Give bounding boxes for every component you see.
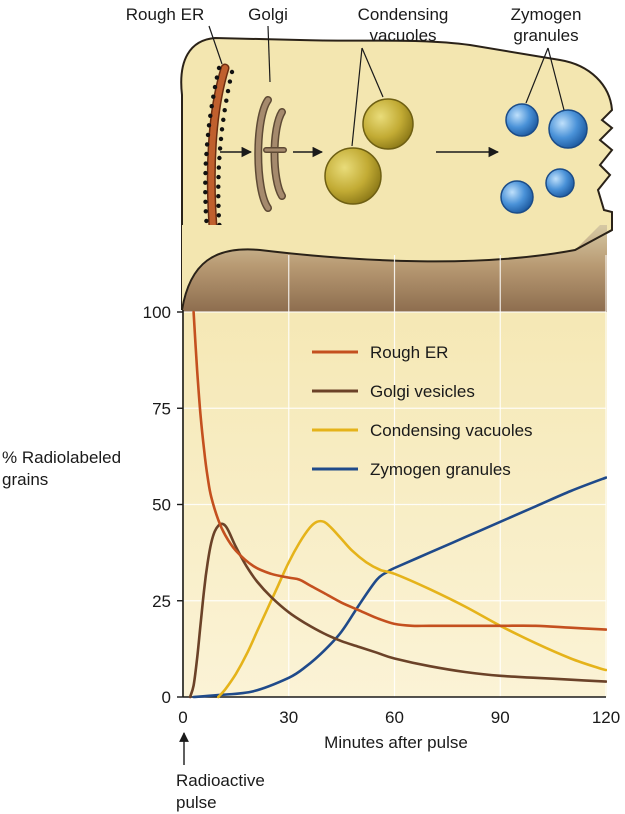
- ribosome-dot: [203, 199, 208, 204]
- ribosome-dot: [222, 108, 227, 113]
- pulse-label-line1: Radioactive: [176, 771, 265, 790]
- ribosome-dot: [204, 142, 210, 147]
- label-condensing-line1: Condensing: [358, 5, 449, 24]
- ribosome-dot: [216, 213, 221, 218]
- zymogen-granule: [548, 109, 588, 149]
- ribosome-dot: [229, 69, 235, 75]
- series-line-golgi-vesicles: [188, 522, 607, 699]
- leader-zymogen-a: [525, 47, 549, 104]
- x-axis-label: Minutes after pulse: [324, 733, 468, 752]
- ribosome-dot: [203, 170, 208, 176]
- cell-bottom-outline: [181, 229, 613, 311]
- ribosome-dot: [218, 136, 224, 142]
- rough-er-organelle: [203, 63, 235, 247]
- ribosome-dot: [203, 161, 208, 166]
- ribosome-dot: [211, 94, 216, 99]
- x-tick-labels: 0 30 60 90 120: [178, 708, 620, 727]
- golgi-organelle: [254, 96, 287, 212]
- ribosome-dot: [216, 65, 222, 71]
- x-tick-label: 60: [385, 708, 404, 727]
- ribosome-dot: [208, 113, 213, 119]
- ribosome-dot: [221, 117, 226, 123]
- ribosome-dot: [216, 194, 221, 199]
- ribosome-dot: [209, 104, 214, 109]
- ribosome-dot: [217, 146, 223, 151]
- er-ribosomes: [203, 65, 235, 247]
- legend-label-condensing-vacuoles: Condensing vacuoles: [370, 421, 533, 440]
- ribosome-dot: [203, 190, 208, 195]
- ribosome-dot: [205, 132, 211, 138]
- ribosome-dot: [217, 155, 222, 161]
- grid: [183, 255, 607, 697]
- ribosome-dot: [203, 209, 208, 214]
- condensing-vacuole-small: [324, 147, 382, 205]
- cell-bottom-overlay: [182, 225, 600, 310]
- zymogen-granule: [545, 168, 575, 198]
- legend-label-zymogen-granules: Zymogen granules: [370, 460, 511, 479]
- ribosome-dot: [203, 180, 208, 185]
- y-axis-label-line1: % Radiolabeled: [2, 448, 121, 467]
- zymogen-granule: [500, 180, 534, 214]
- pulse-label-line2: pulse: [176, 793, 217, 812]
- series-line-rough-er: [192, 310, 607, 631]
- leader-zymogen-b: [547, 47, 565, 111]
- ribosome-dot: [204, 218, 209, 224]
- ribosome-dot: [216, 174, 221, 180]
- ribosome-dot: [227, 79, 233, 84]
- ribosome-dot: [224, 98, 229, 103]
- label-condensing-line2: vacuoles: [369, 26, 436, 45]
- y-axis-label-line2: grains: [2, 470, 48, 489]
- y-tick-label: 75: [152, 399, 171, 418]
- leader-condensing-b: [361, 47, 384, 98]
- x-tick-label: 0: [178, 708, 187, 727]
- ribosome-dot: [206, 123, 212, 128]
- x-tick-label: 90: [491, 708, 510, 727]
- ribosome-dot: [216, 203, 221, 208]
- y-tick-labels: 0 25 50 75 100: [143, 303, 171, 707]
- ribosome-dot: [212, 84, 218, 90]
- ribosome-dot: [219, 127, 225, 132]
- zymogen-granule: [505, 103, 539, 137]
- series-lines: [188, 310, 607, 699]
- legend-label-rough-er: Rough ER: [370, 343, 448, 362]
- leader-rough-er: [208, 25, 223, 65]
- series-line-zymogen-granules: [192, 476, 607, 699]
- ribosome-dot: [225, 88, 231, 94]
- x-tick-label: 30: [279, 708, 298, 727]
- ribosome-dot: [216, 165, 221, 170]
- condensing-vacuole-large: [362, 98, 414, 150]
- leader-condensing-a: [351, 47, 363, 147]
- ribosome-dot: [214, 75, 220, 80]
- y-tick-label: 50: [152, 496, 171, 515]
- x-tick-label: 120: [592, 708, 620, 727]
- legend-label-golgi-vesicles: Golgi vesicles: [370, 382, 475, 401]
- label-zymogen-line1: Zymogen: [511, 5, 582, 24]
- label-rough-er: Rough ER: [126, 5, 204, 24]
- y-tick-label: 0: [162, 688, 171, 707]
- chart: 0 30 60 90 120 0 25 50 75 100 Rough ER Golgi vesi…: [2, 225, 620, 812]
- label-golgi: Golgi: [248, 5, 288, 24]
- label-zymogen-line2: granules: [513, 26, 578, 45]
- ribosome-dot: [204, 151, 209, 157]
- y-tick-label: 25: [152, 592, 171, 611]
- ribosome-dot: [216, 184, 221, 189]
- axes: [177, 310, 606, 698]
- leader-golgi: [267, 25, 271, 83]
- y-tick-label: 100: [143, 303, 171, 322]
